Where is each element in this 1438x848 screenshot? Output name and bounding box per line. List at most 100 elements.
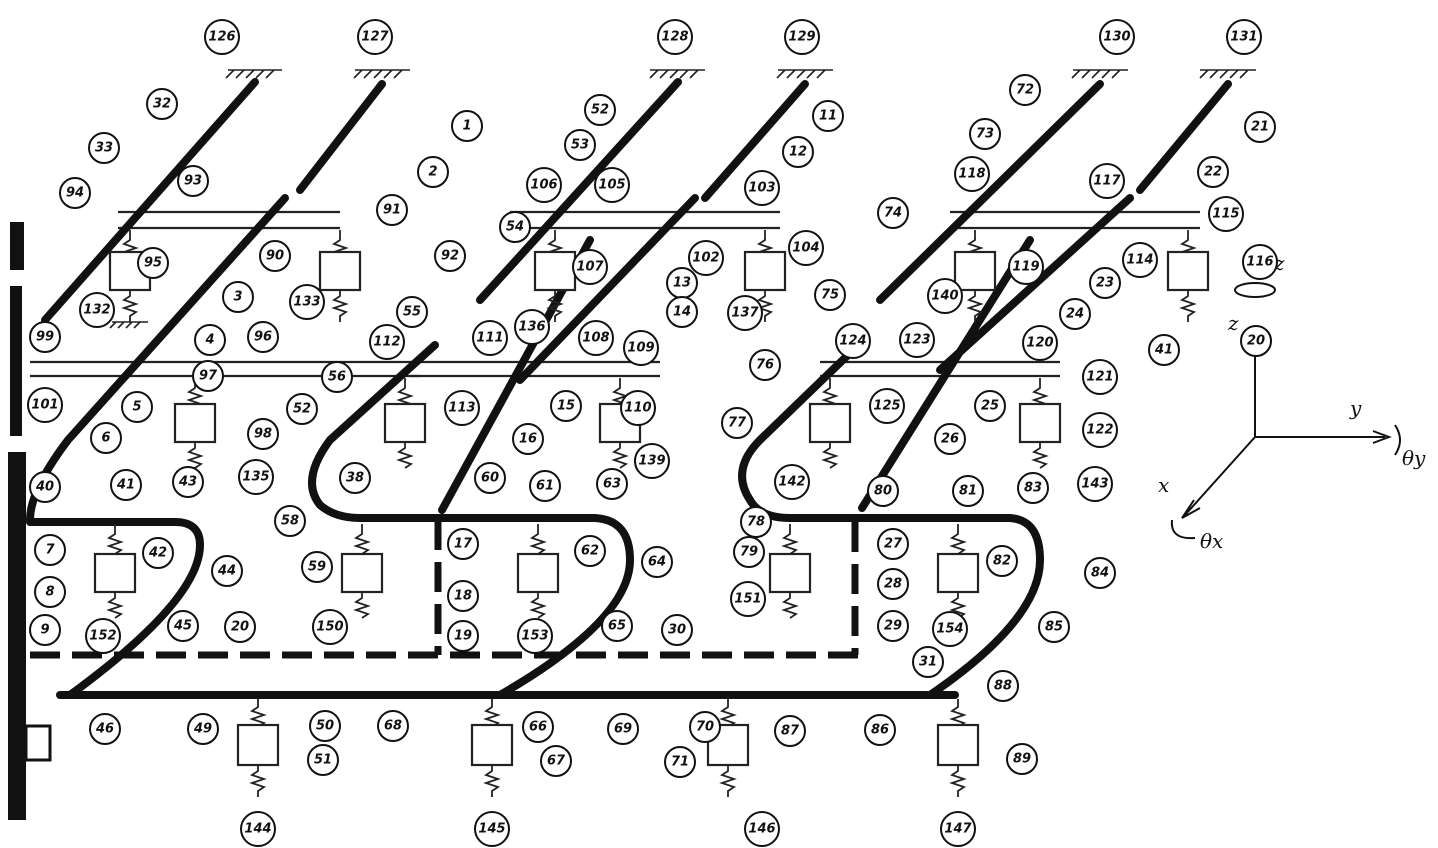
node-number: 143 <box>1081 477 1108 492</box>
node-bubble <box>1082 412 1118 448</box>
node-label: 62 <box>574 535 606 567</box>
node-bubble <box>29 321 61 353</box>
node-number: 151 <box>734 592 761 607</box>
node-label: 6 <box>90 422 122 454</box>
axis-labels: z y x θz θy θx <box>1158 251 1426 553</box>
node-bubble <box>864 714 896 746</box>
node-label: 126 <box>204 19 240 55</box>
node-number: 111 <box>476 331 503 346</box>
node-bubble <box>657 19 693 55</box>
node-number: 7 <box>45 543 55 558</box>
node-label: 56 <box>321 361 353 393</box>
node-label: 137 <box>727 295 763 331</box>
node-label: 41 <box>110 469 142 501</box>
node-number: 67 <box>547 754 566 769</box>
node-label: 96 <box>247 321 279 353</box>
node-bubble <box>744 170 780 206</box>
node-label: 38 <box>339 462 371 494</box>
node-label: 133 <box>289 284 325 320</box>
node-label: 61 <box>529 470 561 502</box>
node-number: 133 <box>293 295 320 310</box>
node-bubble <box>1122 242 1158 278</box>
node-label: 123 <box>899 322 935 358</box>
node-bubble <box>934 423 966 455</box>
node-bubble <box>289 284 325 320</box>
node-bubble <box>29 471 61 503</box>
node-number: 112 <box>373 335 400 350</box>
node-number: 99 <box>36 330 54 345</box>
node-bubble <box>89 713 121 745</box>
node-label: 135 <box>238 459 274 495</box>
node-number: 50 <box>316 719 334 734</box>
node-number: 116 <box>1246 255 1273 270</box>
node-number: 110 <box>624 401 651 416</box>
node-label: 18 <box>447 580 479 612</box>
node-number: 114 <box>1126 253 1153 268</box>
node-number: 45 <box>173 619 192 634</box>
node-number: 153 <box>521 629 548 644</box>
node-label: 76 <box>749 349 781 381</box>
node-label: 114 <box>1122 242 1158 278</box>
node-bubble <box>1148 334 1180 366</box>
node-bubble <box>812 100 844 132</box>
node-label: 16 <box>512 423 544 455</box>
node-number: 89 <box>1013 752 1031 767</box>
node-bubble <box>224 611 256 643</box>
node-label: 69 <box>607 713 639 745</box>
node-label: 106 <box>526 167 562 203</box>
node-label: 101 <box>27 387 63 423</box>
node-label: 80 <box>867 475 899 507</box>
node-bubble <box>417 156 449 188</box>
node-bubble <box>499 211 531 243</box>
node-bubble <box>146 88 178 120</box>
node-bubble <box>774 715 806 747</box>
node-number: 144 <box>244 822 271 837</box>
node-bubble <box>1077 466 1113 502</box>
node-number: 46 <box>95 722 114 737</box>
node-bubble <box>877 197 909 229</box>
node-label: 22 <box>1197 156 1229 188</box>
node-label: 13 <box>666 267 698 299</box>
node-bubble <box>59 177 91 209</box>
node-label: 121 <box>1082 359 1118 395</box>
node-label: 147 <box>940 811 976 847</box>
node-label: 75 <box>814 279 846 311</box>
node-number: 54 <box>506 220 524 235</box>
node-number: 104 <box>792 241 819 256</box>
node-bubble <box>987 670 1019 702</box>
node-label: 55 <box>396 296 428 328</box>
node-number: 52 <box>591 103 609 118</box>
node-label: 154 <box>932 611 968 647</box>
node-label: 144 <box>240 811 276 847</box>
node-bubble <box>564 129 596 161</box>
node-label: 28 <box>877 568 909 600</box>
node-bubble <box>177 165 209 197</box>
node-label: 46 <box>89 713 121 745</box>
node-number: 119 <box>1012 260 1039 275</box>
node-number: 90 <box>266 249 284 264</box>
node-number: 130 <box>1103 30 1130 45</box>
node-bubble <box>550 390 582 422</box>
node-bubble <box>1089 267 1121 299</box>
node-label: 3 <box>222 281 254 313</box>
node-label: 65 <box>601 610 633 642</box>
node-bubble <box>434 240 466 272</box>
node-label: 20 <box>224 611 256 643</box>
node-number: 108 <box>582 331 609 346</box>
node-bubble <box>522 711 554 743</box>
node-label: 42 <box>142 537 174 569</box>
node-number: 105 <box>598 178 625 193</box>
node-number: 26 <box>941 432 959 447</box>
node-bubble <box>309 710 341 742</box>
node-number: 120 <box>1026 336 1053 351</box>
node-label: 130 <box>1099 19 1135 55</box>
node-label: 99 <box>29 321 61 353</box>
node-number: 4 <box>204 333 214 348</box>
node-label: 87 <box>774 715 806 747</box>
node-label: 79 <box>733 536 765 568</box>
node-number: 150 <box>316 620 343 635</box>
node-number: 25 <box>981 399 999 414</box>
node-bubble <box>447 528 479 560</box>
node-bubble <box>601 610 633 642</box>
node-number: 61 <box>536 479 554 494</box>
